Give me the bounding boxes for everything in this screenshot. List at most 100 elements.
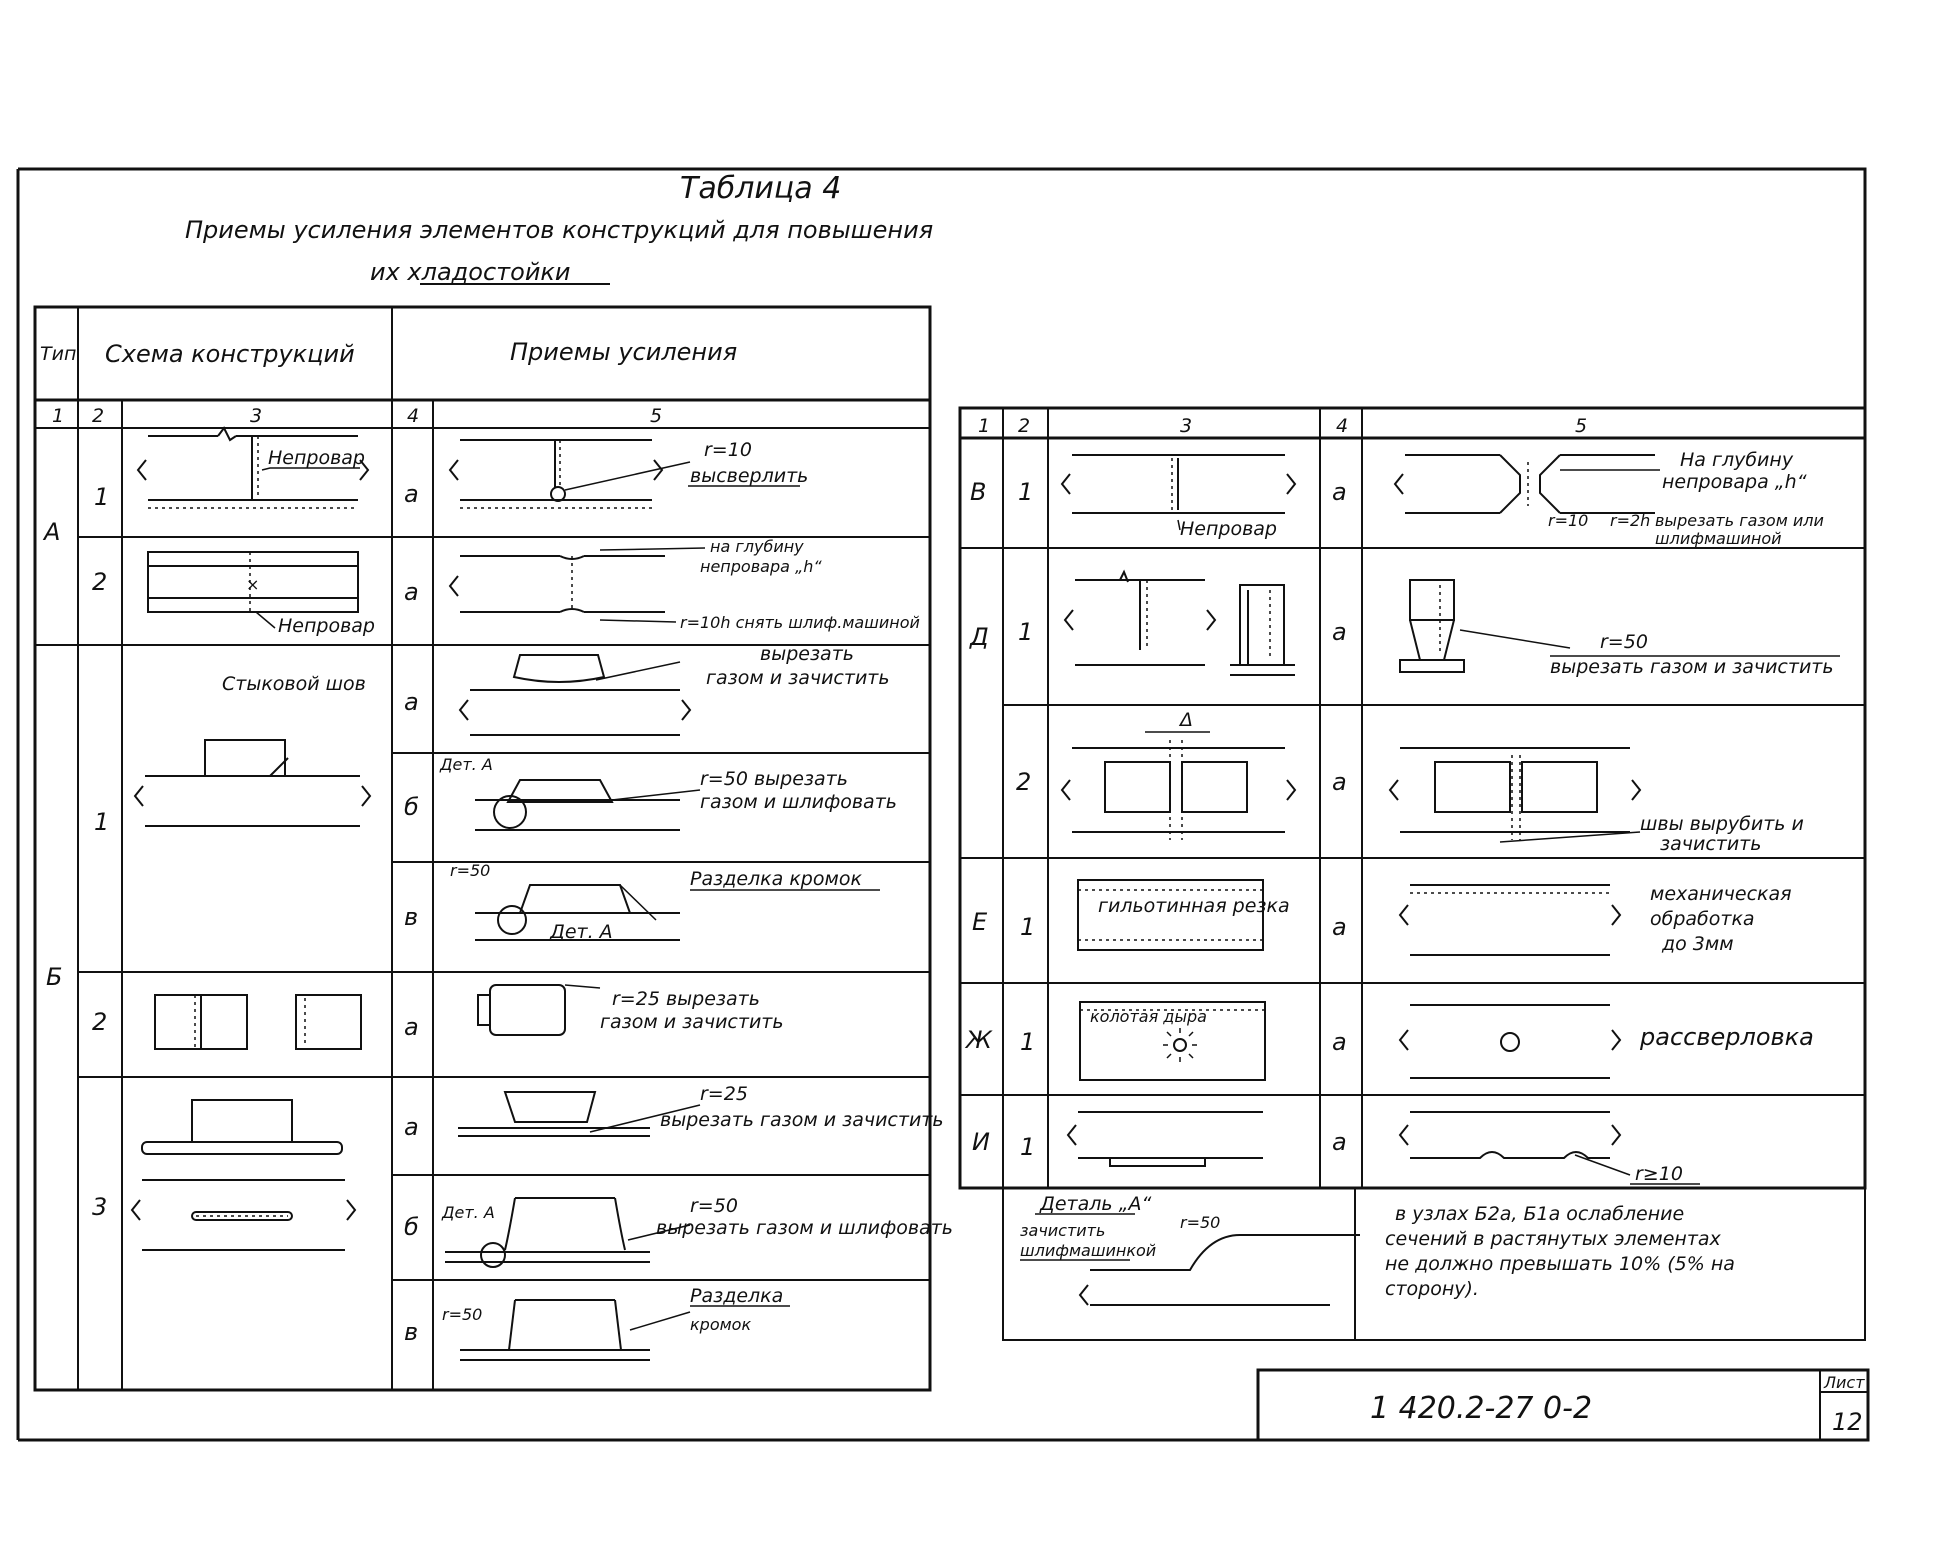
left-table: Тип Схема конструкций Приемы усиления 1 … xyxy=(33,305,953,1392)
variant-letter: а xyxy=(404,688,419,716)
method-text: r=10 xyxy=(1548,511,1588,530)
scheme-a2: × Непровар xyxy=(147,551,375,637)
detail-a: Деталь „А“ зачистить шлифмашинкой r=50 xyxy=(1002,1187,1866,1341)
method-text: r≥10 xyxy=(1635,1163,1683,1185)
frame xyxy=(16,167,1867,1442)
method-text: швы вырубить и xyxy=(1640,813,1804,835)
row-num: 1 xyxy=(1020,913,1035,941)
detail-r-label: r=50 xyxy=(1180,1213,1220,1232)
method-b1b: Дет. А r=50 вырезать газом и шлифовать xyxy=(439,755,897,831)
scheme-label: колотая дыра xyxy=(1090,1007,1207,1026)
type-label: В xyxy=(970,478,986,506)
row-num: 2 xyxy=(92,1008,107,1036)
col-number: 2 xyxy=(1018,415,1030,437)
scheme-b1: Стыковой шов xyxy=(133,673,372,827)
method-text: r=10 xyxy=(704,439,752,461)
col-number: 4 xyxy=(1336,415,1348,437)
col-number: 1 xyxy=(978,415,990,437)
row-num: 2 xyxy=(92,568,107,596)
method-zh1a: рассверловка xyxy=(1398,1004,1814,1079)
scheme-zh1: колотая дыра xyxy=(1079,1001,1266,1081)
method-v1a: На глубину непровара „h“ r=10 r=2h вырез… xyxy=(1393,449,1824,548)
scheme-v1: Непровар xyxy=(1060,454,1297,540)
note-line: сторону). xyxy=(1385,1278,1479,1300)
type-label-a: А xyxy=(42,518,60,546)
method-text: r=25 xyxy=(700,1083,748,1105)
row-num: 1 xyxy=(1020,1028,1035,1056)
scheme-label: гильотинная резка xyxy=(1098,895,1290,917)
scheme-label: Δ xyxy=(1178,709,1193,731)
variant-letter: в xyxy=(404,1318,418,1346)
note-line: сечений в растянутых элементах xyxy=(1385,1228,1722,1250)
detail-line2: шлифмашинкой xyxy=(1020,1241,1156,1260)
method-text: рассверловка xyxy=(1639,1023,1814,1051)
col-number: 5 xyxy=(650,405,662,427)
col-header-type: Тип xyxy=(40,343,76,365)
method-text: Разделка кромок xyxy=(690,868,862,890)
method-text: На глубину xyxy=(1680,449,1794,471)
col-number: 5 xyxy=(1575,415,1587,437)
variant-letter: а xyxy=(1332,768,1347,796)
note-line: в узлах Б2а, Б1а ослабление xyxy=(1395,1203,1684,1225)
method-b3a: r=25 вырезать газом и зачистить xyxy=(458,1083,944,1137)
method-a1a: r=10 высверлить xyxy=(448,439,808,509)
scheme-a1: Непровар xyxy=(136,426,370,509)
method-text: вырезать газом и шлифовать xyxy=(656,1217,953,1239)
row-num: 1 xyxy=(94,808,109,836)
method-b1v: r=50 Разделка кромок Дет. А xyxy=(450,861,880,943)
scheme-d1 xyxy=(1063,569,1295,676)
type-label-b: Б xyxy=(46,963,62,991)
type-label: И xyxy=(972,1128,990,1156)
row-num: 1 xyxy=(1018,478,1033,506)
method-text: r=50 xyxy=(690,1195,738,1217)
variant-letter: а xyxy=(1332,913,1347,941)
stamp: 1 420.2-27 0-2 Лист 12 xyxy=(1256,1368,1870,1442)
scheme-b2 xyxy=(154,994,362,1050)
method-text: на глубину xyxy=(710,537,804,556)
col-number: 2 xyxy=(92,405,104,427)
variant-letter: в xyxy=(404,903,418,931)
method-text: газом и зачистить xyxy=(600,1011,784,1033)
table-title-line2: их хладостойки xyxy=(370,258,571,286)
method-d1a: r=50 вырезать газом и зачистить xyxy=(1399,579,1840,678)
svg-text:×: × xyxy=(246,575,259,594)
method-text: Разделка xyxy=(690,1285,783,1307)
note-line: не должно превышать 10% (5% на xyxy=(1385,1253,1735,1275)
method-text: шлифмашиной xyxy=(1655,529,1782,548)
col-number: 1 xyxy=(52,405,64,427)
col-header-scheme: Схема конструкций xyxy=(105,340,355,368)
right-table: 1 2 3 4 5 В Д Е Ж И 1 1 2 1 1 1 а а а а … xyxy=(958,406,1867,1190)
title-block: Таблица 4 Приемы усиления элементов конс… xyxy=(185,171,933,286)
scheme-i1 xyxy=(1066,1111,1263,1167)
table-number: Таблица 4 xyxy=(680,171,841,206)
col-number: 3 xyxy=(1180,415,1192,437)
scheme-label: Стыковой шов xyxy=(222,673,366,695)
method-text: r=2h xyxy=(1610,511,1650,530)
method-text: вырезать xyxy=(760,643,854,665)
method-text: Дет. А xyxy=(549,921,613,943)
type-label: Д xyxy=(969,623,989,651)
method-text: газом и зачистить xyxy=(706,667,890,689)
method-text: r=50 xyxy=(1600,631,1648,653)
scheme-e1: гильотинная резка xyxy=(1077,879,1290,951)
scheme-label: Непровар xyxy=(278,615,375,637)
method-text: кромок xyxy=(690,1315,751,1334)
variant-letter: а xyxy=(404,1013,419,1041)
variant-letter: а xyxy=(404,1113,419,1141)
variant-letter: а xyxy=(404,480,419,508)
sheet-number: 12 xyxy=(1832,1408,1863,1436)
row-num: 1 xyxy=(1020,1133,1035,1161)
method-d2a: швы вырубить и зачистить xyxy=(1388,747,1804,855)
method-text: газом и шлифовать xyxy=(700,791,897,813)
method-text: вырезать газом и зачистить xyxy=(1550,656,1834,678)
note: в узлах Б2а, Б1а ослабление сечений в ра… xyxy=(1385,1203,1735,1300)
method-text: непровара „h“ xyxy=(700,557,822,576)
method-text: Дет. А xyxy=(439,755,493,774)
col-number: 4 xyxy=(407,405,419,427)
variant-letter: б xyxy=(404,1213,419,1241)
method-text: r=25 вырезать xyxy=(612,988,760,1010)
method-text: r=50 вырезать xyxy=(700,768,848,790)
method-text: r=50 xyxy=(450,861,490,880)
method-text: вырезать газом или xyxy=(1655,511,1824,530)
